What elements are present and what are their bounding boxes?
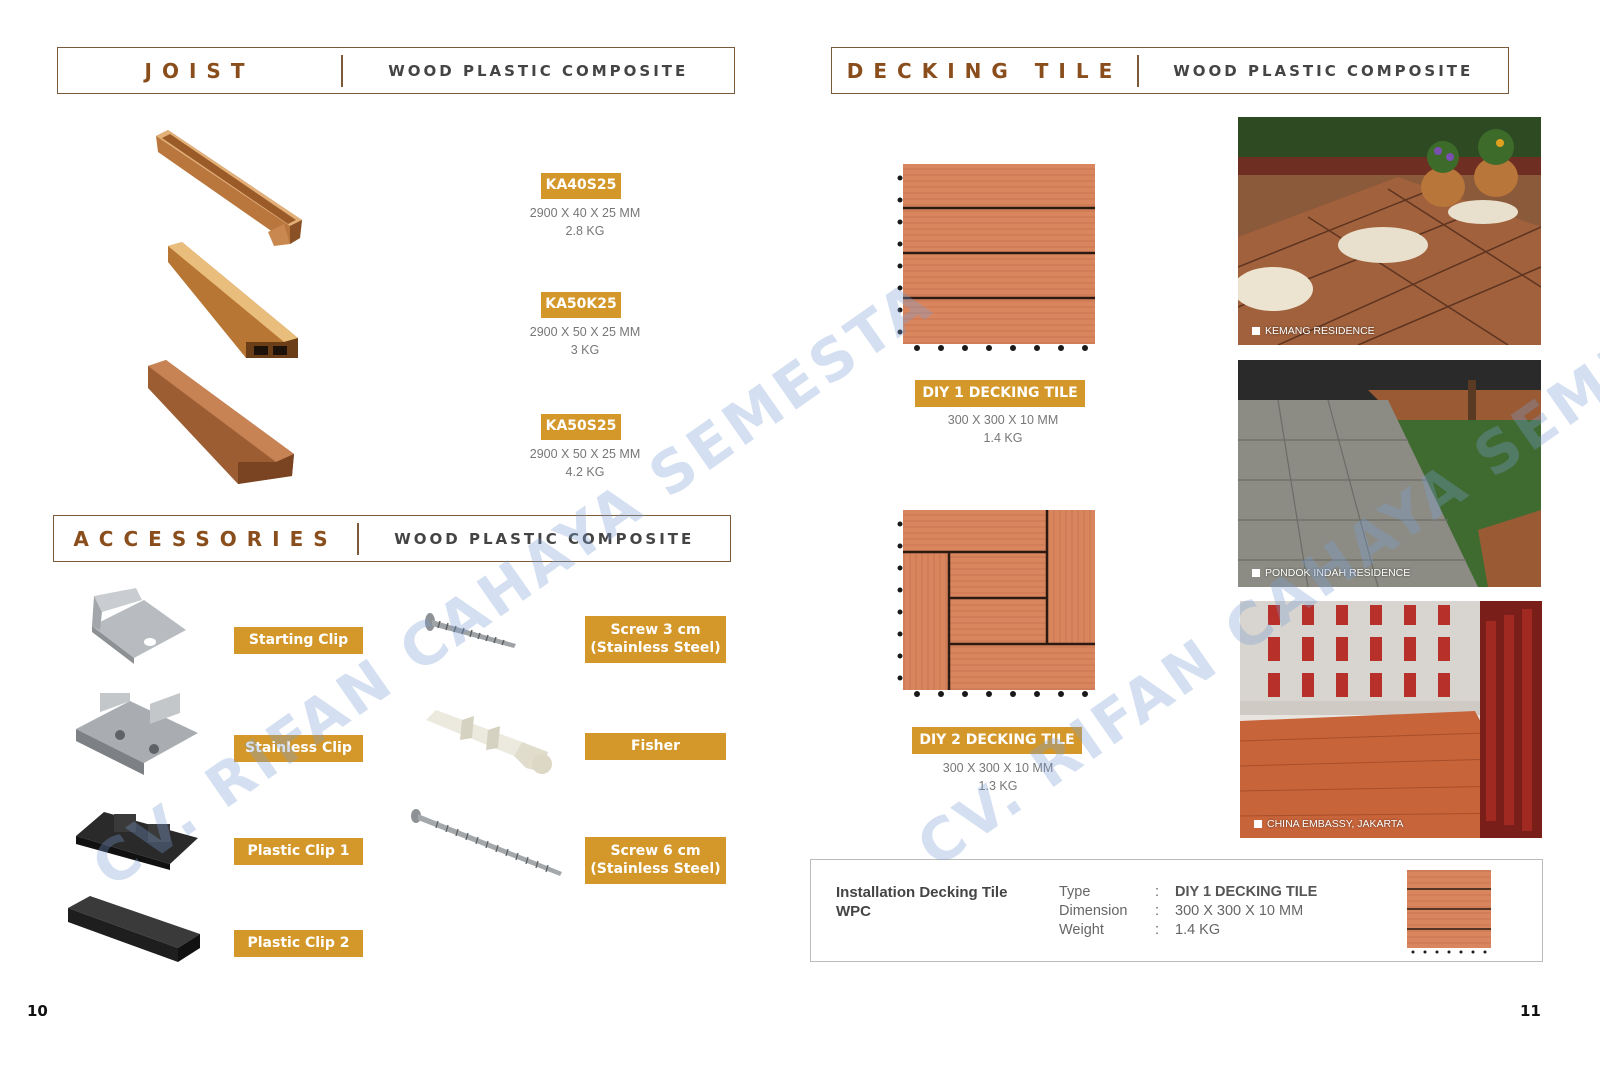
installation-title-line1: Installation Decking Tile [836,884,1008,901]
info-separator: : [1155,903,1160,919]
tile-spec: 300 X 300 X 10 MM 1.4 KG [913,411,1093,447]
joist-subtitle: WOOD PLASTIC COMPOSITE [388,61,689,80]
joist-dimension: 2900 X 50 X 25 MM [529,325,641,339]
joist-ka50k25-image [168,242,298,358]
accessory-label-fisher: Fisher [585,733,726,760]
info-label: Weight [1059,922,1104,938]
starting-clip-image [92,588,186,664]
joist-dimension: 2900 X 40 X 25 MM [529,206,641,220]
accessories-section-header: ACCESSORIES WOOD PLASTIC COMPOSITE [53,515,731,562]
installation-row-dimension: Dimension:300 X 300 X 10 MM [1059,903,1303,919]
info-label: Type [1059,884,1091,900]
header-divider [341,54,343,87]
stainless-clip-image [76,693,198,775]
joist-weight: 2.8 KG [565,224,605,238]
joist-code-tag: KA50S25 [541,414,621,440]
page-number-right: 11 [1520,1002,1541,1020]
installation-row-weight: Weight:1.4 KG [1059,922,1220,938]
diy-1-decking-tile-image [897,164,1095,351]
decking-tile-subtitle: WOOD PLASTIC COMPOSITE [1173,61,1474,80]
installation-info-box: Installation Decking Tile WPC Type: DIY 1… [810,859,1543,962]
photo-caption: KEMANG RESIDENCE [1252,325,1375,337]
joist-weight: 4.2 KG [565,465,605,479]
joist-code-tag: KA50K25 [541,292,621,318]
joist-ka40s25-image [156,130,302,246]
joist-dimension: 2900 X 50 X 25 MM [529,447,641,461]
accessory-label-screw-3cm: Screw 3 cm (Stainless Steel) [585,616,726,663]
screw-6cm-image [411,809,562,876]
diy-2-decking-tile-tag: DIY 2 DECKING TILE [912,727,1082,754]
joist-spec: 2900 X 40 X 25 MM 2.8 KG [495,204,675,240]
info-value: 1.4 KG [1175,922,1221,938]
kemang-residence-photo: KEMANG RESIDENCE [1238,117,1541,345]
accessories-title: ACCESSORIES [73,526,338,551]
installation-title: Installation Decking Tile WPC [836,883,1007,921]
plastic-clip-1-image [76,812,198,870]
pondok-indah-residence-photo: PONDOK INDAH RESIDENCE [1238,360,1541,587]
diy-1-decking-tile-tag: DIY 1 DECKING TILE [915,380,1085,407]
tile-spec: 300 X 300 X 10 MM 1.3 KG [908,759,1088,795]
accessories-subtitle: WOOD PLASTIC COMPOSITE [394,529,695,548]
page-number-left: 10 [27,1002,48,1020]
tile-weight: 1.3 KG [978,779,1018,793]
info-value: 300 X 300 X 10 MM [1175,903,1304,919]
tile-dimension: 300 X 300 X 10 MM [947,413,1059,427]
header-divider [357,522,359,555]
photo-caption: PONDOK INDAH RESIDENCE [1252,567,1410,579]
joist-code-tag: KA40S25 [541,173,621,199]
info-label: Dimension [1059,903,1128,919]
decking-tile-section-header: DECKING TILE WOOD PLASTIC COMPOSITE [831,47,1509,94]
joist-section-header: JOIST WOOD PLASTIC COMPOSITE [57,47,735,94]
installation-title-line2: WPC [836,903,871,920]
screw-3cm-image [425,613,516,648]
accessory-label-starting-clip: Starting Clip [234,627,363,654]
fisher-image [426,710,552,774]
installation-tile-thumbnail [1407,870,1491,954]
header-divider [1137,54,1139,87]
tile-dimension: 300 X 300 X 10 MM [942,761,1054,775]
tile-weight: 1.4 KG [983,431,1023,445]
diy-2-decking-tile-image [897,510,1095,697]
plastic-clip-2-image [68,896,200,962]
info-value: DIY 1 DECKING TILE [1175,884,1318,900]
accessory-label-stainless-clip: Stainless Clip [234,735,363,762]
accessory-label-plastic-clip-2: Plastic Clip 2 [234,930,363,957]
joist-title: JOIST [144,58,255,83]
decking-tile-title: DECKING TILE [846,58,1123,83]
accessory-label-screw-6cm: Screw 6 cm (Stainless Steel) [585,837,726,884]
accessory-label-plastic-clip-1: Plastic Clip 1 [234,838,363,865]
china-embassy-photo: CHINA EMBASSY, JAKARTA [1240,601,1542,838]
joist-ka50s25-image [148,360,294,484]
installation-row-type: Type: DIY 1 DECKING TILE [1059,884,1317,900]
info-separator: : [1155,922,1160,938]
joist-weight: 3 KG [570,343,600,357]
joist-spec: 2900 X 50 X 25 MM 4.2 KG [495,445,675,481]
joist-spec: 2900 X 50 X 25 MM 3 KG [495,323,675,359]
photo-caption: CHINA EMBASSY, JAKARTA [1254,818,1404,830]
info-separator: : [1155,884,1160,900]
